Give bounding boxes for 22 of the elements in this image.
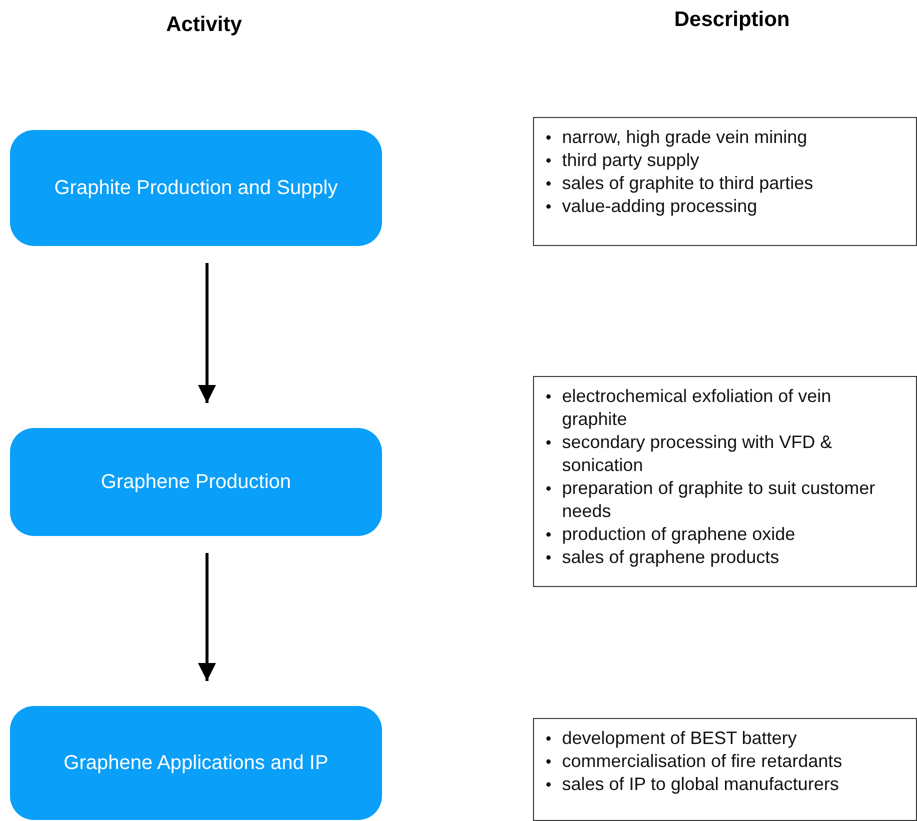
- bullet-item: sales of graphite to third parties: [562, 173, 814, 193]
- bullet-item: value-adding processing: [562, 196, 758, 216]
- activity-label: Graphene Production: [100, 470, 292, 494]
- description-box: [533, 376, 917, 587]
- activity-label: Graphite Production and Supply: [54, 176, 338, 200]
- arrow: [198, 263, 216, 403]
- activity-box: [10, 428, 382, 536]
- description-box: [533, 117, 917, 246]
- column-header: Activity: [166, 13, 242, 37]
- activity-label: Graphene Applications and IP: [64, 752, 328, 774]
- bullet-item: commercialisation of fire retardants: [562, 751, 842, 771]
- bullet-item: sales of graphene products: [562, 547, 780, 567]
- arrow: [198, 553, 216, 681]
- column-header: Description: [674, 8, 790, 32]
- description-box: [533, 718, 917, 821]
- bullet-item: development of BEST battery: [562, 728, 797, 748]
- bullet-item: sales of IP to global manufacturers: [562, 774, 839, 794]
- activity-box: [10, 130, 382, 246]
- activity-box: [10, 706, 382, 820]
- bullet-item: narrow, high grade vein mining: [562, 127, 808, 147]
- bullet-item: production of graphene oxide: [562, 524, 796, 544]
- bullet-item: third party supply: [562, 150, 700, 170]
